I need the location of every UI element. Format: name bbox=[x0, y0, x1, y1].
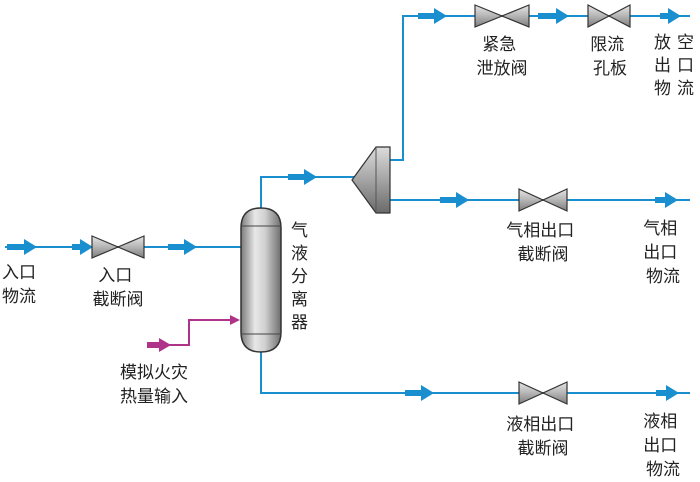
separator-overhead-pipe bbox=[260, 176, 356, 208]
emergency-relief-valve-icon[interactable] bbox=[474, 4, 530, 28]
separator-vessel-icon[interactable] bbox=[240, 207, 282, 353]
liquid-outlet-valve-icon[interactable] bbox=[518, 381, 568, 405]
heat-arrow-tip bbox=[230, 315, 240, 325]
flow-arrow bbox=[288, 169, 317, 185]
flow-arrow bbox=[655, 192, 678, 208]
gas-outlet-valve-icon[interactable] bbox=[518, 188, 568, 212]
emergency-valve-label: 紧急 泄放阀 bbox=[477, 35, 528, 79]
vent-riser-pipe bbox=[385, 15, 690, 161]
flow-arrow bbox=[168, 239, 197, 255]
liquid-outlet-pipe bbox=[260, 352, 690, 394]
splitter-icon[interactable] bbox=[351, 146, 391, 214]
inlet-valve-icon[interactable] bbox=[91, 235, 145, 259]
heat-arrow-bar bbox=[147, 342, 161, 348]
flow-arrow bbox=[656, 385, 679, 401]
inlet-valve-label: 入口 截断阀 bbox=[93, 266, 144, 310]
inlet-stream-label: 入口 物流 bbox=[2, 263, 41, 307]
gas-stream-label: 气相 出口 物流 bbox=[643, 219, 682, 287]
vent-stream-label: 放 出 物 bbox=[654, 33, 676, 99]
flow-arrow bbox=[538, 8, 569, 24]
liquid-stream-label: 液相 出口 物流 bbox=[643, 412, 682, 480]
liquid-valve-label: 液相出口 截断阀 bbox=[506, 415, 579, 459]
orifice-label: 限流 孔板 bbox=[590, 35, 629, 79]
flow-arrow bbox=[418, 8, 447, 24]
flow-arrow bbox=[72, 239, 93, 255]
pipelines bbox=[5, 15, 690, 394]
heat-input-line bbox=[147, 315, 240, 352]
vent-stream-label-col2: 空 口 流 bbox=[677, 33, 699, 99]
heat-arrow-head bbox=[159, 338, 171, 352]
flow-arrows bbox=[7, 8, 681, 401]
heat-input-label: 模拟火灾 热量输入 bbox=[120, 363, 193, 407]
gas-valve-label: 气相出口 截断阀 bbox=[506, 221, 579, 265]
flow-arrow bbox=[660, 8, 681, 24]
flow-arrow bbox=[440, 192, 469, 208]
restriction-orifice-icon[interactable] bbox=[587, 4, 631, 28]
flow-arrow bbox=[7, 239, 37, 255]
flow-arrow bbox=[405, 385, 434, 401]
separator-label: 气 液 分 离 器 bbox=[291, 221, 313, 333]
